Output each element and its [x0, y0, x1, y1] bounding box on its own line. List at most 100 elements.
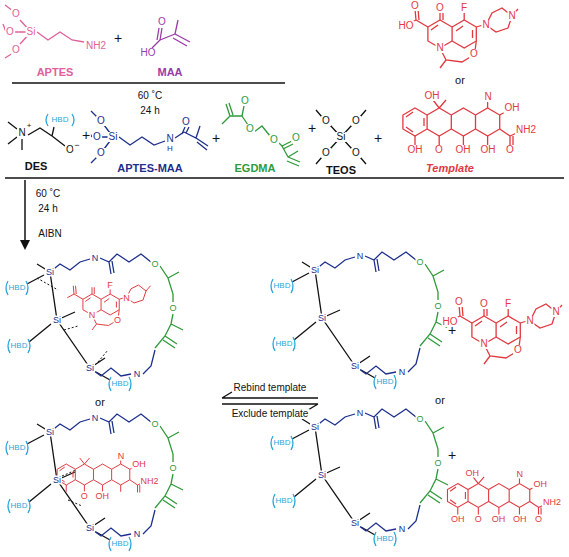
atom-label: O: [434, 145, 444, 155]
atom-label: N: [165, 134, 174, 144]
atom-label: O: [157, 17, 167, 27]
compound-label: Template: [425, 162, 475, 174]
compound-label: DES: [24, 160, 49, 172]
teos-structure: [316, 110, 366, 164]
atom-label: N: [122, 293, 131, 302]
atom-label: OH: [424, 91, 441, 101]
atom-label: or: [434, 395, 446, 406]
atom-label: NH2: [85, 41, 107, 51]
atom-label: N: [133, 530, 142, 539]
mip-network: [6, 254, 183, 391]
condition-label: Rebind template: [233, 383, 308, 393]
free-template: [447, 477, 546, 516]
atom-label: N: [91, 254, 100, 263]
atom-label: N: [398, 525, 407, 534]
atom-label: F: [106, 281, 114, 290]
atom-label: OH: [512, 515, 528, 524]
aptes-structure: [3, 5, 84, 58]
atom-label: HBD: [8, 444, 27, 452]
atom-label: N: [88, 311, 97, 320]
mip-network: [6, 414, 183, 551]
atom-label: N: [481, 20, 490, 30]
atom-label: Si: [350, 362, 360, 371]
atom-label: O: [474, 515, 483, 524]
atom-label: OH: [480, 145, 497, 155]
atom-label: Si: [52, 476, 62, 485]
equilibrium-arrows: [222, 392, 318, 410]
compound-label: EGDMA: [234, 162, 277, 174]
atom-label: OH: [491, 515, 507, 524]
atom-label: O: [435, 3, 445, 13]
atom-label: OH: [464, 469, 480, 478]
atom-label: Si: [108, 132, 119, 142]
atom-label: O: [291, 133, 301, 143]
atom-label: Si: [85, 524, 95, 533]
atom-label: HBD: [273, 282, 292, 290]
atom-label: O: [168, 464, 177, 473]
des-structure: [8, 122, 65, 150]
condition-label: 60 ˚C: [35, 189, 61, 199]
atom-label: O: [321, 116, 331, 126]
atom-label: 24 h: [139, 106, 160, 116]
atom-label: N: [91, 414, 100, 423]
atom-label: O: [96, 116, 106, 126]
atom-label: O: [245, 124, 255, 134]
atom-label: F: [460, 3, 468, 13]
atom-label: N: [435, 43, 444, 53]
atom-label: HBD: [275, 340, 294, 348]
free-template: [451, 304, 562, 364]
atom-label: O: [433, 302, 442, 311]
atom-label: O: [150, 260, 159, 269]
atom-label: O: [454, 297, 464, 307]
atom-label: O: [415, 258, 424, 267]
atom-label: NH2: [542, 498, 562, 507]
atom-label: +: [113, 31, 123, 45]
compound-name: EGDMA: [234, 163, 277, 174]
atom-label: AIBN: [37, 229, 62, 239]
bound-template: [67, 285, 150, 330]
atom-label: HO: [398, 21, 415, 31]
atom-label: N: [551, 307, 560, 317]
atom-label: HBD: [51, 116, 70, 124]
atom-label: HBD: [10, 342, 29, 350]
compound-label: TEOS: [325, 164, 357, 176]
atom-label: OH: [455, 145, 472, 155]
atom-label: OH: [407, 145, 424, 155]
atom-label: HBD: [111, 380, 130, 388]
atom-label: O: [534, 515, 543, 524]
atom-label: O: [11, 9, 21, 19]
atom-label: HBD: [376, 378, 395, 386]
atom-label: HBD: [8, 284, 27, 292]
atom-label: Si: [317, 471, 327, 480]
compound-name: APTES: [36, 67, 75, 78]
atom-label: O: [321, 148, 331, 158]
atom-label: OH: [95, 491, 111, 500]
atom-label: O: [479, 299, 489, 309]
atom-label: NH2: [139, 476, 159, 485]
atom-label: N: [483, 92, 492, 102]
atom-label: HO: [442, 317, 459, 327]
ofloxacin-structure: [407, 8, 518, 68]
atom-label: O: [410, 1, 420, 11]
atom-label: −: [73, 141, 80, 150]
atom-label: O: [92, 132, 102, 142]
hydrogen-bond: [37, 278, 108, 506]
atom-label: HO: [140, 48, 157, 58]
aptes-maa-structure: [88, 111, 208, 163]
atom-label: Si: [45, 428, 55, 437]
atom-label: HBD: [273, 439, 292, 447]
atom-label: Si: [45, 268, 55, 277]
atom-label: Si: [317, 314, 327, 323]
atom-label: HBD: [376, 535, 395, 543]
atom-label: O: [240, 96, 250, 106]
compound-name: TEOS: [325, 165, 357, 176]
atom-label: H: [166, 145, 174, 153]
atom-label: or: [94, 397, 106, 408]
atom-label: Si: [336, 132, 347, 142]
hbd-bracket: [46, 114, 74, 126]
compound-name: APTES-MAA: [116, 163, 183, 174]
mip-network: [271, 409, 448, 546]
compound-label: APTES-MAA: [116, 162, 183, 174]
atom-label: +: [307, 121, 317, 135]
